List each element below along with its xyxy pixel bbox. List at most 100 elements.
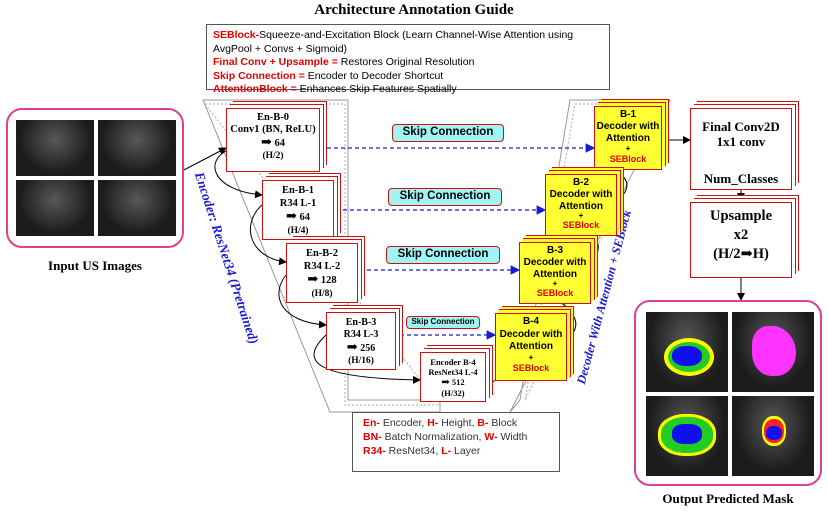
block-line: Decoder with: [596, 121, 660, 132]
block-channels-value: 64: [274, 138, 286, 149]
mask-region: [752, 326, 796, 376]
block-line: +: [528, 352, 534, 362]
decoder-block-3: B-3 Decoder with Attention + SEBlock: [519, 242, 591, 304]
encoder-block-4: Encoder B-4 ResNet34 L-4 ➡ 512 (H/32): [420, 352, 486, 402]
input-images-panel: [6, 108, 184, 248]
guide-text: Encoder to Decoder Shortcut: [304, 69, 444, 82]
upsample-block: Upsample x2 (H/2➡H): [690, 202, 792, 278]
seblock-label: SEBlock: [562, 220, 600, 230]
seblock-label: SEBlock: [609, 154, 647, 164]
block-line: Decoder with: [523, 257, 587, 268]
seblock-label: SEBlock: [512, 362, 550, 373]
right-arrow-icon: ➡: [260, 134, 272, 149]
encoder-block-0: En-B-0 Conv1 (BN, ReLU) ➡ 64 (H/2): [226, 108, 320, 172]
right-arrow-icon: ➡: [346, 339, 358, 354]
legend-value: Height,: [438, 417, 478, 429]
legend-box: En- Encoder, H- Height, B- Block BN- Bat…: [352, 412, 560, 472]
guide-text: Enhances Skip Features Spatially: [296, 83, 457, 95]
encoder-block-3: En-B-3 R34 L-3 ➡ 256 (H/16): [326, 312, 396, 370]
guide-key: Final Conv + Upsample =: [213, 56, 338, 68]
block-channels-value: 64: [299, 212, 311, 223]
block-scale: (H/2): [262, 151, 284, 161]
annotation-guide: SEBlock-Squeeze-and-Excitation Block (Le…: [206, 24, 610, 95]
legend-row-3: R34- ResNet34, L- Layer: [363, 444, 549, 458]
right-arrow-icon: ➡: [740, 246, 753, 262]
legend-key: En-: [363, 417, 380, 429]
encoder-block-2: En-B-2 R34 L-2 ➡ 128 (H/8): [286, 243, 358, 303]
final-conv-block: Final Conv2D 1x1 conv Num_Classes: [690, 108, 792, 190]
mask-image: [646, 312, 728, 392]
block-name: Encoder B-4: [430, 357, 476, 367]
block-line: R34 L-2: [303, 260, 341, 272]
block-name: B-3: [546, 245, 564, 256]
block-line: Attention: [559, 201, 603, 212]
legend-key: B-: [477, 417, 489, 429]
guide-text: Restores Original Resolution: [337, 56, 475, 68]
block-line: R34 L-3: [343, 329, 379, 340]
mask-region: [672, 346, 702, 366]
ultrasound-image: [16, 180, 94, 236]
legend-key: R34-: [363, 445, 386, 457]
input-label: Input US Images: [48, 258, 142, 273]
legend-value: Encoder,: [379, 417, 428, 429]
block-line: +: [552, 279, 558, 288]
skip-connection-label-1: Skip Connection: [392, 124, 504, 142]
mask-region: [672, 424, 702, 444]
block-line: R34 L-1: [279, 197, 317, 209]
decoder-block-4: B-4 Decoder with Attention + SEBlock: [495, 313, 567, 381]
decoder-block-2: B-2 Decoder with Attention + SEBlock: [545, 174, 617, 236]
guide-key: SEBlock-: [213, 29, 260, 41]
right-arrow-icon: ➡: [307, 271, 319, 286]
legend-value: Width: [497, 431, 528, 443]
right-arrow-icon: ➡: [441, 377, 450, 388]
legend-row-1: En- Encoder, H- Height, B- Block: [363, 416, 549, 430]
block-name: En-B-1: [281, 185, 315, 196]
block-line: Attention: [606, 133, 650, 144]
mask-image: [732, 312, 814, 392]
upsample-from: (H/2: [713, 246, 741, 262]
right-arrow-icon: ➡: [285, 208, 297, 223]
block-name: En-B-2: [305, 248, 339, 259]
upsample-title: Upsample: [709, 208, 773, 224]
upsample-factor: x2: [733, 227, 749, 243]
block-line: Decoder with: [549, 189, 613, 200]
block-line: +: [578, 211, 584, 220]
final-conv-kernel: 1x1 conv: [716, 134, 766, 149]
legend-value: Layer: [451, 445, 481, 457]
seblock-label: SEBlock: [536, 288, 574, 298]
legend-key: BN-: [363, 431, 382, 443]
legend-key: H-: [427, 417, 439, 429]
block-channels: ➡ 64: [227, 134, 319, 150]
block-channels-value: 128: [320, 275, 337, 286]
guide-text: Squeeze-and-Excitation Block (Learn Chan…: [213, 29, 574, 55]
block-line: Conv1 (BN, ReLU): [230, 124, 316, 135]
block-channels-value: 256: [360, 343, 376, 354]
final-conv-classes: Num_Classes: [703, 171, 779, 186]
encoder-block-1: En-B-1 R34 L-1 ➡ 64 (H/4): [262, 180, 334, 240]
block-scale: (H/8): [311, 288, 333, 299]
legend-key: W-: [484, 431, 498, 443]
upsample-to: H): [752, 246, 769, 262]
ultrasound-image: [98, 180, 176, 236]
block-line: Attention: [509, 341, 553, 352]
block-line: Attention: [533, 269, 577, 280]
decoder-block-1: B-1 Decoder with Attention + SEBlock: [594, 106, 662, 170]
block-name: En-B-0: [256, 112, 290, 123]
upsample-resolution: (H/2➡H): [691, 245, 791, 264]
block-line: +: [625, 144, 631, 153]
legend-key: L-: [441, 445, 452, 457]
ultrasound-image: [16, 120, 94, 176]
block-scale: (H/32): [441, 388, 465, 398]
block-scale: (H/4): [287, 225, 309, 236]
block-name: En-B-3: [345, 317, 377, 328]
ultrasound-image: [98, 120, 176, 176]
legend-value: Block: [488, 417, 518, 429]
mask-image: [646, 396, 728, 476]
block-name: B-4: [522, 316, 540, 327]
guide-key: Skip Connection =: [213, 69, 305, 82]
block-channels-value: 512: [451, 377, 465, 387]
output-mask-panel: [634, 300, 822, 486]
legend-row-2: BN- Batch Normalization, W- Width: [363, 430, 549, 444]
skip-connection-label-2: Skip Connection: [388, 188, 502, 206]
final-conv-title: Final Conv2D: [702, 119, 780, 134]
